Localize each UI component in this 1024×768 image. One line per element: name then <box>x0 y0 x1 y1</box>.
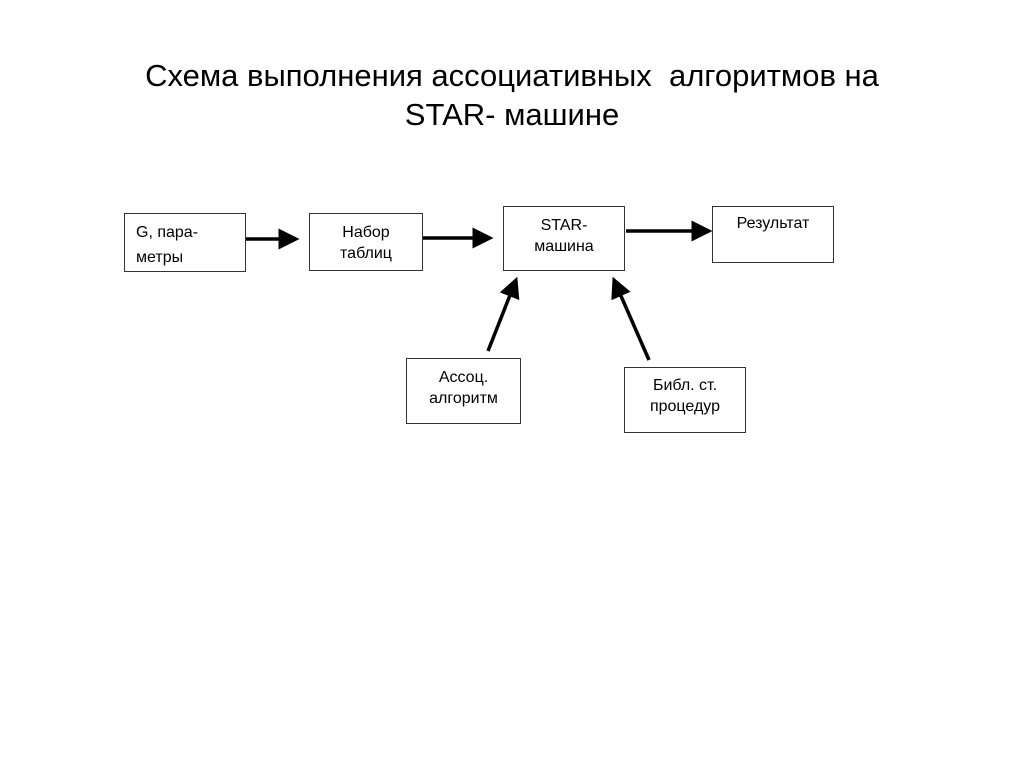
slide-title-line-2: STAR- машине <box>404 97 620 132</box>
node-procedure-library-line-2: процедур <box>649 398 721 415</box>
arrow-assoc-to-star <box>486 276 520 352</box>
node-g-parameters-line-1: G, пара- <box>136 224 199 241</box>
node-table-set-line-2: таблиц <box>340 245 392 262</box>
node-assoc-algorithm: Ассоц. алгоритм <box>406 358 521 424</box>
node-result-label: Результат <box>736 215 810 232</box>
node-star-machine: STAR- машина <box>503 206 625 271</box>
node-table-set-line-1: Набор <box>342 224 390 241</box>
node-star-machine-line-1: STAR- <box>540 217 588 234</box>
node-g-parameters-line-2: метры <box>136 249 184 266</box>
node-procedure-library-line-1: Библ. ст. <box>652 377 718 394</box>
arrow-library-to-star <box>611 276 651 361</box>
node-star-machine-line-2: машина <box>534 238 594 255</box>
node-procedure-library: Библ. ст. процедур <box>624 367 746 433</box>
slide-title-line-1: Схема выполнения ассоциативных алгоритмо… <box>145 58 879 93</box>
node-assoc-algorithm-line-2: алгоритм <box>429 390 498 407</box>
node-result: Результат <box>712 206 834 263</box>
slide-title: Схема выполнения ассоциативных алгоритмо… <box>0 56 1024 134</box>
node-table-set: Набор таблиц <box>309 213 423 271</box>
node-g-parameters: G, пара- метры <box>124 213 246 272</box>
node-assoc-algorithm-line-1: Ассоц. <box>438 369 489 386</box>
